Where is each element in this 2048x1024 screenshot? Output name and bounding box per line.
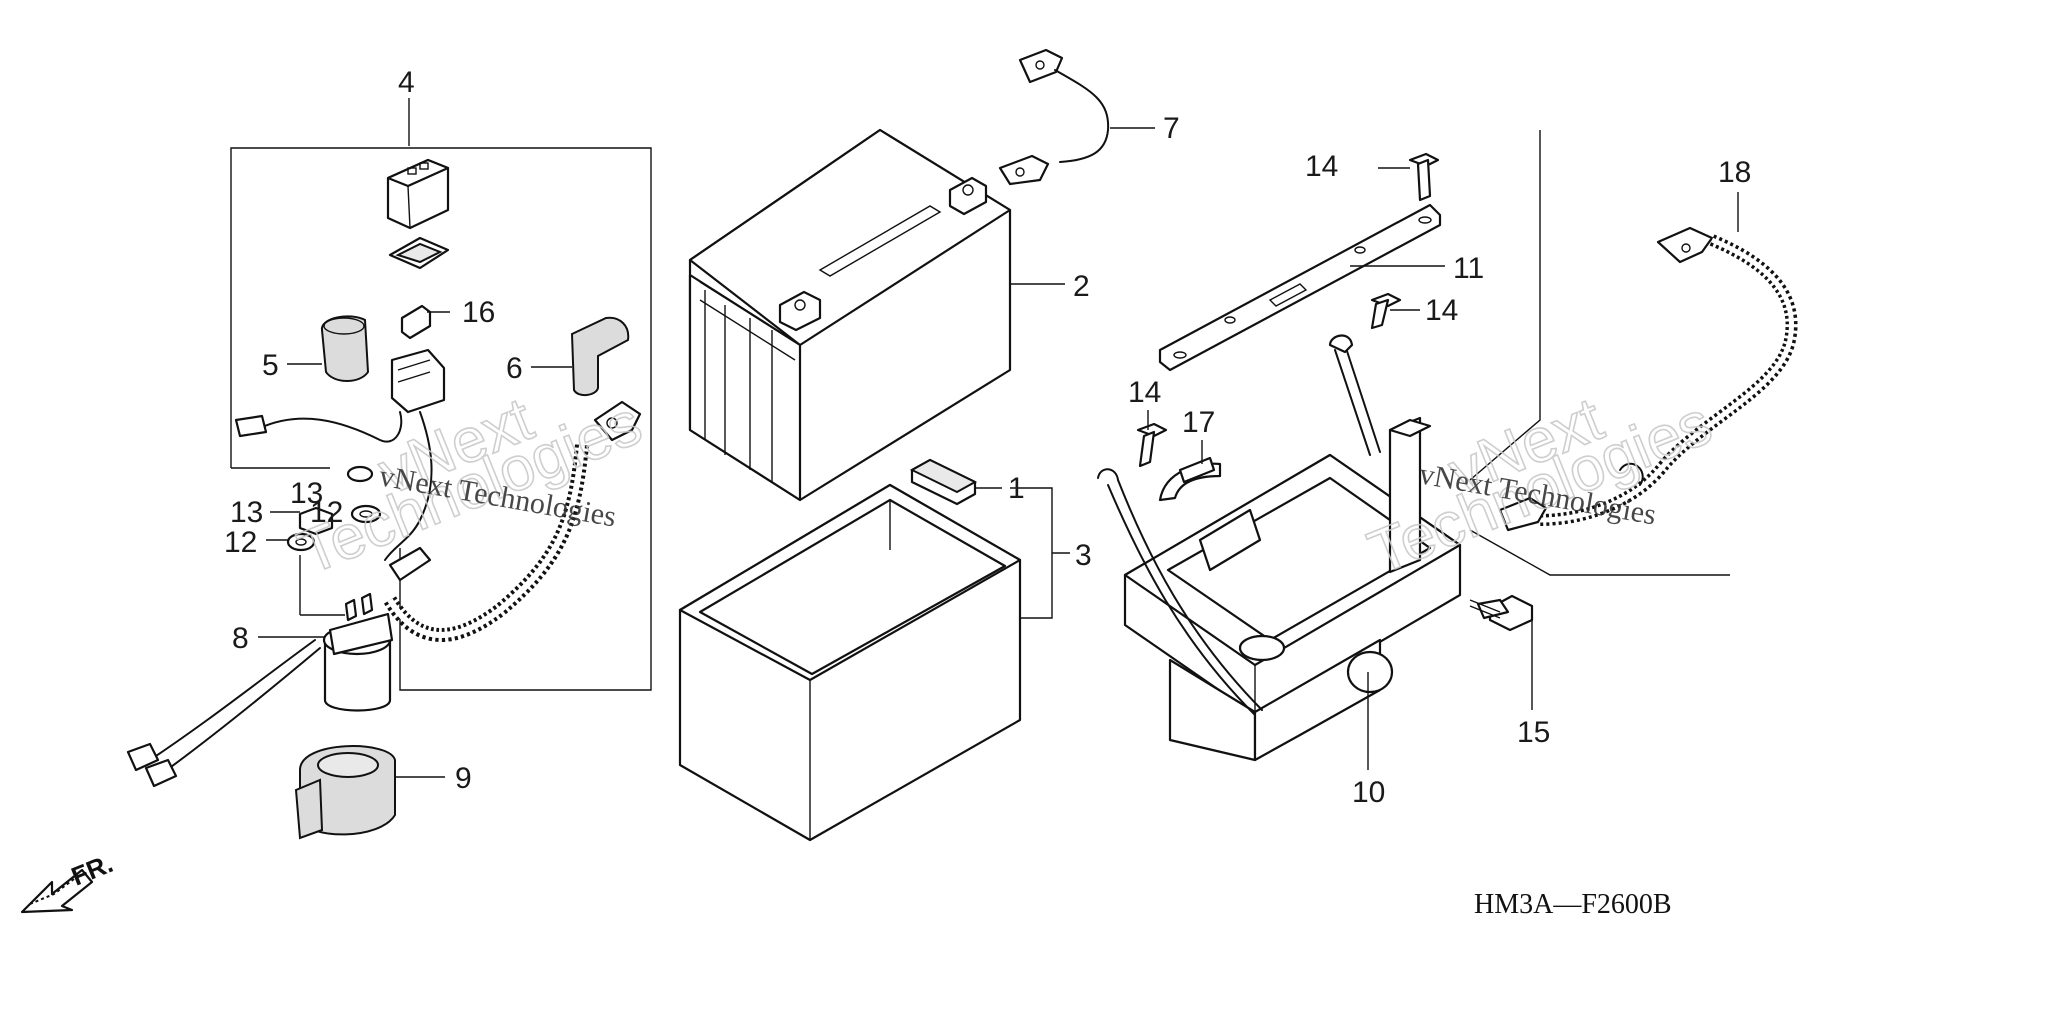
callout-12b: 12 — [224, 526, 257, 559]
callout-16: 16 — [462, 296, 495, 329]
bolt-15 — [1469, 594, 1534, 632]
battery-positive-cable — [383, 400, 642, 642]
front-direction-arrow — [20, 868, 94, 914]
callout-18: 18 — [1718, 156, 1751, 189]
battery-tray — [1097, 334, 1462, 762]
assembly-group-frame — [230, 147, 652, 691]
callout-9: 9 — [455, 762, 472, 795]
callout-13a: 13 — [290, 477, 323, 510]
battery-pad — [909, 458, 978, 506]
callout-8: 8 — [232, 622, 249, 655]
battery-negative-cable — [998, 48, 1110, 186]
nuts-and-washers — [286, 465, 382, 552]
callout-7: 7 — [1163, 112, 1180, 145]
callout-4: 4 — [398, 66, 415, 99]
callout-12a: 12 — [310, 496, 343, 529]
callout-11: 11 — [1453, 252, 1484, 285]
bolts-14 — [1136, 152, 1440, 468]
battery — [688, 128, 1012, 502]
battery-case — [678, 483, 1022, 842]
callout-labels: 4 16 5 6 13 13 12 12 8 9 7 2 1 3 14 11 1… — [224, 66, 1751, 809]
callout-14a: 14 — [1305, 150, 1338, 183]
leader-lines — [258, 98, 1739, 778]
callout-17: 17 — [1182, 406, 1215, 439]
callout-6: 6 — [506, 352, 523, 385]
callout-15: 15 — [1517, 716, 1550, 749]
callout-5: 5 — [262, 349, 279, 382]
starter-relay — [386, 158, 450, 340]
callout-3: 3 — [1075, 539, 1092, 572]
starter-solenoid — [126, 546, 432, 788]
terminal-cap-5 — [321, 315, 370, 382]
clip-17 — [1158, 456, 1222, 502]
solenoid-rubber-cover — [294, 745, 396, 840]
battery-hold-down-plate — [1158, 203, 1442, 372]
callout-10: 10 — [1352, 776, 1385, 809]
callout-2: 2 — [1073, 270, 1090, 303]
callout-14c: 14 — [1128, 376, 1161, 409]
callout-1: 1 — [1008, 472, 1025, 505]
terminal-cap-6 — [570, 316, 630, 396]
relay-connector-harness — [234, 348, 446, 561]
callout-14b: 14 — [1425, 294, 1458, 327]
drawing-code: HM3A—F2600B — [1474, 889, 1672, 920]
callout-13b: 13 — [230, 496, 263, 529]
ground-cable — [1469, 130, 1798, 576]
